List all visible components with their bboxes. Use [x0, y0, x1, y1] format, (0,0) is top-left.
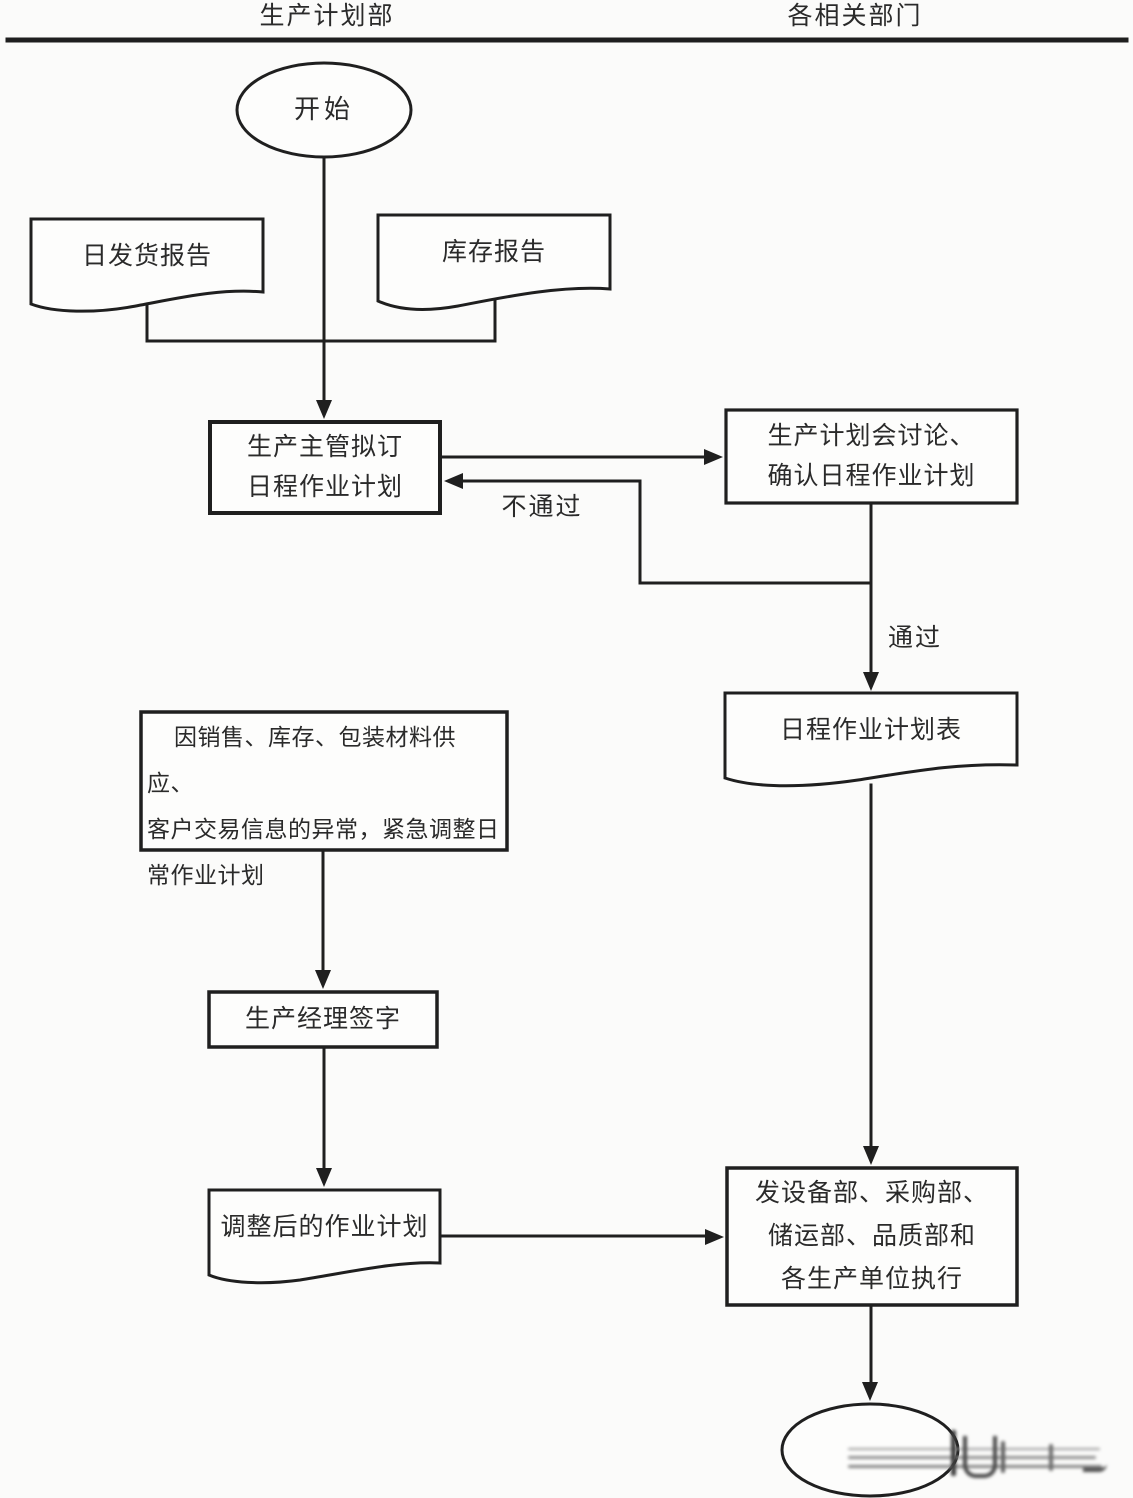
execute-box-label: 发设备部、采购部、 储运部、品质部和 各生产单位执行 — [754, 1179, 989, 1293]
emergency-box-label: 因销售、库存、包装材料供应、 客户交易信息的异常，紧急调整日 常作业计划 — [147, 724, 500, 888]
execute-box-shape — [725, 1166, 1019, 1307]
sign-box-label: 生产经理签字 — [244, 1004, 401, 1033]
sign-box-shape — [207, 990, 439, 1049]
schedule-doc-shape — [723, 691, 1019, 788]
draft-box-shape — [208, 420, 442, 515]
draft-box-label: 生产主管拟订 日程作业计划 — [246, 433, 403, 501]
schedule-doc-label: 日程作业计划表 — [779, 716, 962, 745]
arrowhead-into-draft — [316, 400, 332, 419]
edge-label-pass: 通过 — [887, 624, 942, 653]
connector-fail-return — [459, 479, 873, 585]
arrowhead-into-meeting — [704, 449, 723, 465]
arrowhead-into-adjusted-doc — [316, 1168, 332, 1187]
adjusted-doc-shape — [207, 1188, 442, 1285]
end-ellipse-shape — [780, 1402, 960, 1498]
emergency-box-shape — [139, 710, 509, 852]
lane-header-production-planning: 生产计划部 — [259, 2, 395, 31]
inventory-doc-shape — [376, 213, 612, 311]
daily-shipping-doc-label: 日发货报告 — [81, 242, 212, 271]
edge-label-fail: 不通过 — [501, 493, 583, 522]
arrowhead-into-schedule-doc — [863, 672, 879, 691]
meeting-box-shape — [724, 408, 1019, 505]
start-node-label: 开始 — [293, 94, 354, 125]
adjusted-doc-label: 调整后的作业计划 — [220, 1213, 429, 1242]
lane-header-related-departments: 各相关部门 — [787, 2, 923, 31]
arrowhead-top-into-execute — [863, 1146, 879, 1165]
daily-shipping-doc-shape — [29, 217, 265, 313]
arrowhead-left-into-execute — [705, 1229, 724, 1245]
meeting-box-label: 生产计划会讨论、 确认日程作业计划 — [767, 422, 976, 490]
arrowhead-into-end — [862, 1382, 878, 1401]
arrowhead-into-sign — [315, 970, 331, 989]
inventory-doc-label: 库存报告 — [441, 238, 546, 267]
arrowhead-fail-into-draft — [444, 473, 463, 489]
start-ellipse-shape — [235, 61, 413, 159]
